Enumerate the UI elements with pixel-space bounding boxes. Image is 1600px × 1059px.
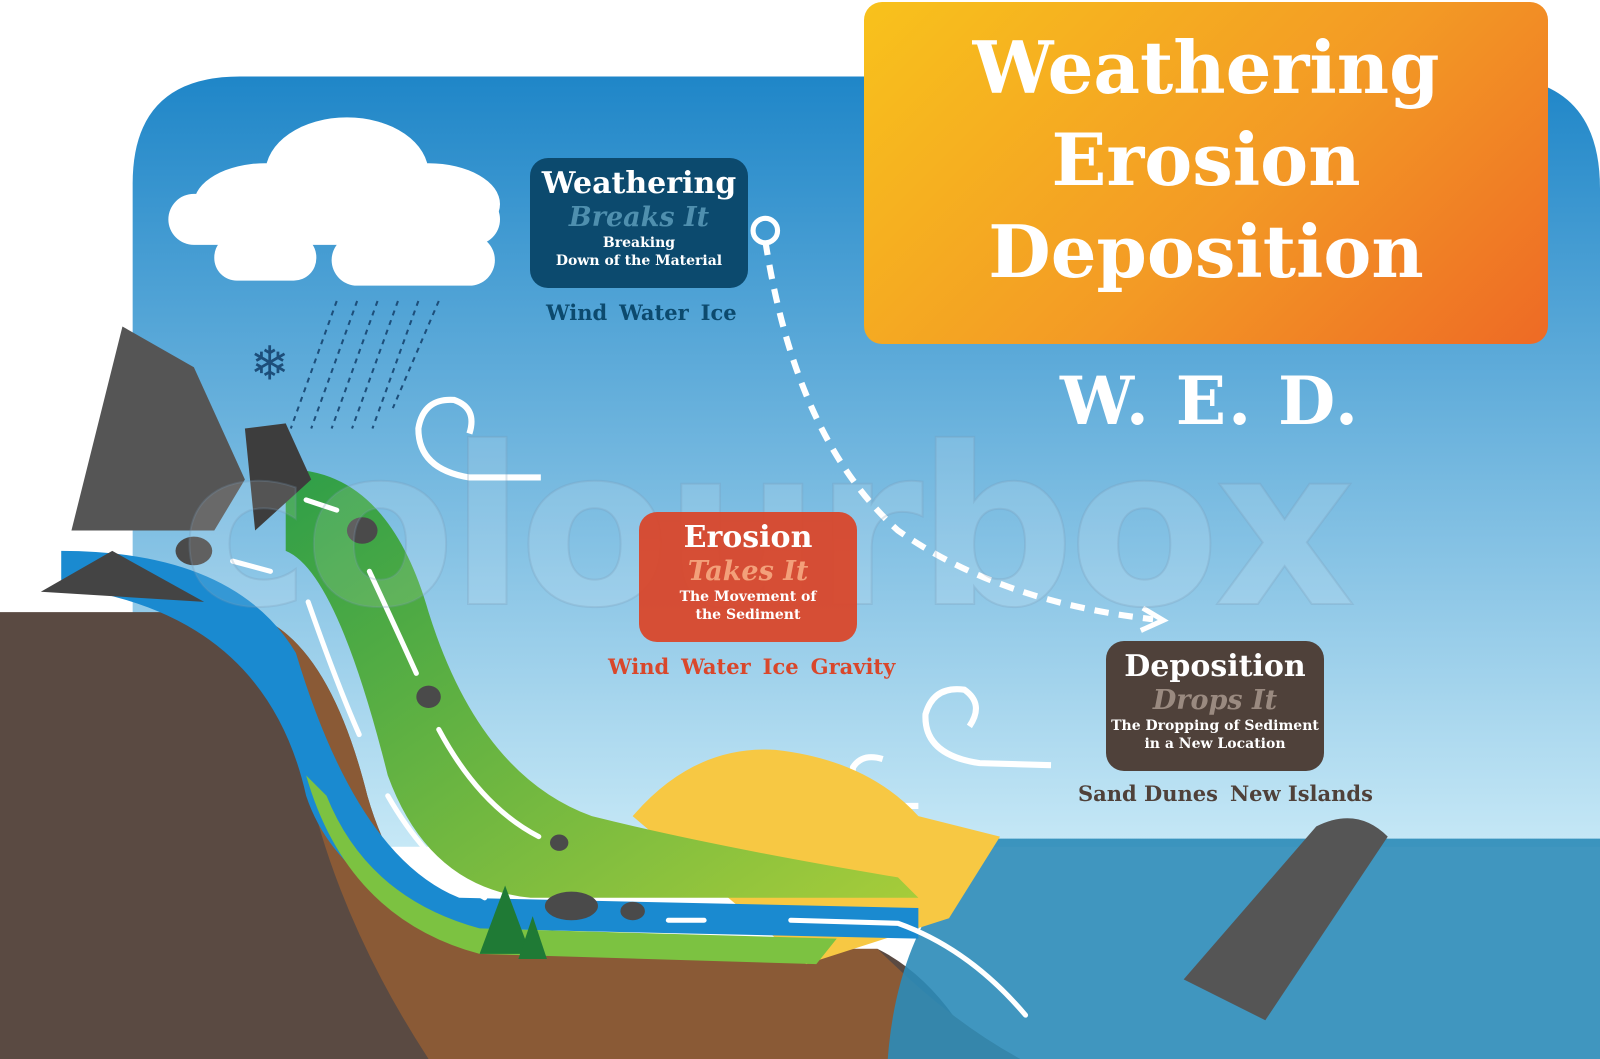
card-subheading: Takes It (687, 556, 809, 587)
deposition-agents: Sand Dunes New Islands (1078, 781, 1385, 806)
main-title: Weathering Erosion Deposition (864, 2, 1548, 344)
title-line: Weathering (972, 25, 1440, 110)
erosion-card: Erosion Takes It The Movement of the Sed… (639, 512, 857, 642)
flow-arrow (230, 497, 1029, 1018)
card-heading: Erosion (683, 520, 813, 555)
card-subheading: Drops It (1152, 685, 1278, 716)
tree-icon (479, 885, 547, 960)
brown-soil (244, 612, 1021, 1059)
card-description: Down of the Material (555, 253, 723, 269)
title-line: Deposition (988, 209, 1424, 294)
agent: Ice (700, 300, 737, 325)
agent: Sand Dunes (1078, 781, 1218, 806)
rock-icon (40, 326, 645, 921)
lower-grass (306, 775, 837, 965)
agent: Water (681, 654, 751, 679)
card-description: in a New Location (1144, 736, 1286, 752)
dashed-arrow-icon (762, 240, 1154, 623)
river (61, 550, 919, 939)
agent: Wind (608, 654, 670, 679)
rain-icon (289, 300, 440, 429)
underwater-pipe (1183, 818, 1388, 1021)
agent: Wind (546, 300, 608, 325)
card-description: The Movement of (679, 589, 817, 605)
card-description: The Dropping of Sediment (1111, 718, 1319, 734)
card-description: the Sediment (695, 607, 801, 623)
weathering-agents: Wind Water Ice (546, 300, 749, 325)
card-subheading: Breaks It (568, 202, 710, 233)
card-heading: Weathering (541, 166, 737, 201)
deposition-card: Deposition Drops It The Dropping of Sedi… (1106, 641, 1324, 771)
agent: Gravity (810, 654, 896, 679)
snowflake-icon: ❄ (250, 337, 289, 392)
agent: Water (619, 300, 689, 325)
weathering-card: Weathering Breaks It Breaking Down of th… (530, 158, 748, 288)
card-heading: Deposition (1124, 649, 1306, 684)
card-description: Breaking (602, 235, 676, 251)
title-line: Erosion (1051, 117, 1361, 202)
agent: New Islands (1229, 781, 1373, 806)
earth-layer (0, 612, 980, 1059)
hill-grass (285, 469, 919, 898)
cloud-icon (168, 117, 500, 286)
agent: Ice (762, 654, 799, 679)
erosion-agents: Wind Water Ice Gravity (608, 654, 907, 679)
acronym: W. E. D. (1060, 362, 1360, 440)
